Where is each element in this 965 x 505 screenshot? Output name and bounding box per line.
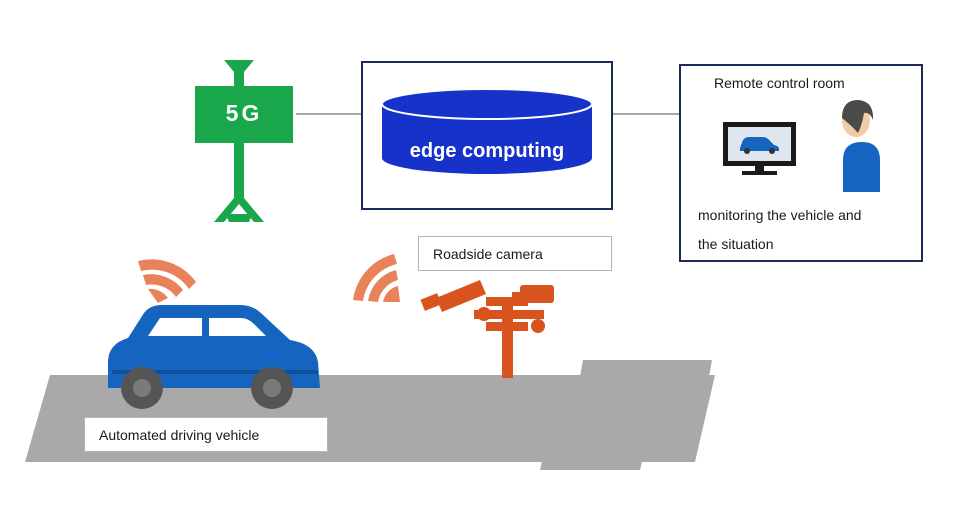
5g-antenna-icon bbox=[195, 60, 293, 222]
control-room-box bbox=[679, 64, 923, 262]
control-room-title: Remote control room bbox=[714, 75, 845, 91]
camera-signal-icon bbox=[353, 254, 400, 302]
person-icon bbox=[842, 100, 880, 192]
monitor-icon bbox=[723, 122, 796, 175]
wireless-signal-icon bbox=[138, 259, 196, 303]
control-room-caption-line2: the situation bbox=[698, 236, 774, 252]
5g-label: 5G bbox=[225, 100, 263, 126]
edge-computing-label: edge computing bbox=[409, 140, 565, 162]
car-icon bbox=[108, 305, 320, 409]
roadside-camera-label: Roadside camera bbox=[418, 236, 612, 271]
automated-vehicle-label: Automated driving vehicle bbox=[84, 417, 328, 452]
control-room-caption-line1: monitoring the vehicle and bbox=[698, 207, 862, 223]
camera-icon bbox=[420, 280, 554, 378]
database-icon bbox=[381, 88, 593, 174]
